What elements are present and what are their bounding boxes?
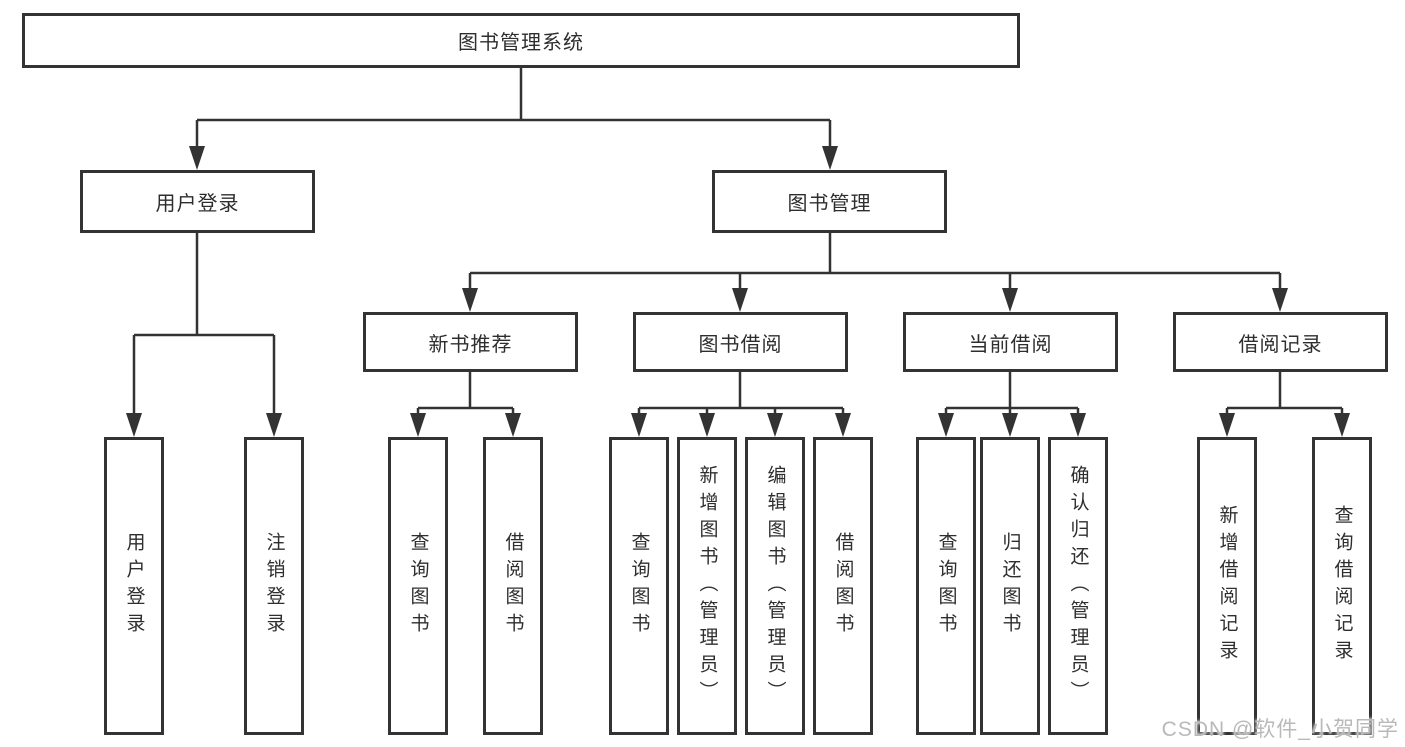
node-label: 查询借阅记录 — [1331, 505, 1353, 667]
node-new-book-recommend: 新书推荐 — [363, 312, 578, 372]
node-label: 注销登录 — [263, 532, 285, 640]
node-return-books: 归还图书 — [980, 437, 1040, 735]
node-label: 编辑图书（管理员） — [764, 464, 786, 708]
node-add-books-admin: 新增图书（管理员） — [677, 437, 737, 735]
node-borrowing-records: 借阅记录 — [1173, 312, 1388, 372]
node-label: 用户登录 — [155, 193, 240, 215]
node-label: 图书管理系统 — [458, 32, 584, 54]
node-label: 新增借阅记录 — [1216, 505, 1238, 667]
node-label: 图书借阅 — [698, 333, 783, 356]
node-book-borrowing: 图书借阅 — [633, 312, 848, 372]
node-label: 借阅记录 — [1238, 333, 1323, 356]
node-add-borrow-record: 新增借阅记录 — [1197, 437, 1257, 735]
node-user-login: 用户登录 — [80, 170, 315, 233]
node-label: 用户登录 — [123, 532, 145, 640]
node-query-borrow-record: 查询借阅记录 — [1312, 437, 1372, 735]
node-label: 确认归还（管理员） — [1067, 464, 1089, 708]
node-current-borrowing: 当前借阅 — [903, 312, 1118, 372]
node-label: 新书推荐 — [428, 333, 513, 356]
node-logout: 注销登录 — [244, 437, 304, 735]
node-label: 当前借阅 — [968, 333, 1053, 356]
node-label: 查询图书 — [935, 532, 957, 640]
node-label: 查询图书 — [628, 532, 650, 640]
node-user-login-leaf: 用户登录 — [104, 437, 164, 735]
node-label: 借阅图书 — [832, 532, 854, 640]
node-label: 图书管理 — [787, 193, 872, 215]
node-label: 借阅图书 — [502, 532, 524, 640]
node-book-management: 图书管理 — [712, 170, 947, 233]
node-label: 归还图书 — [999, 532, 1021, 640]
csdn-watermark: CSDN @软件_小贺同学 — [1161, 718, 1399, 741]
node-edit-books-admin: 编辑图书（管理员） — [745, 437, 805, 735]
node-query-books-2: 查询图书 — [609, 437, 669, 735]
node-borrow-books-2: 借阅图书 — [813, 437, 873, 735]
node-query-books-1: 查询图书 — [388, 437, 448, 735]
node-library-management-system: 图书管理系统 — [22, 13, 1020, 68]
node-label: 新增图书（管理员） — [696, 464, 718, 708]
node-borrow-books-1: 借阅图书 — [483, 437, 543, 735]
node-label: 查询图书 — [407, 532, 429, 640]
node-query-books-3: 查询图书 — [916, 437, 976, 735]
node-confirm-return-admin: 确认归还（管理员） — [1048, 437, 1108, 735]
